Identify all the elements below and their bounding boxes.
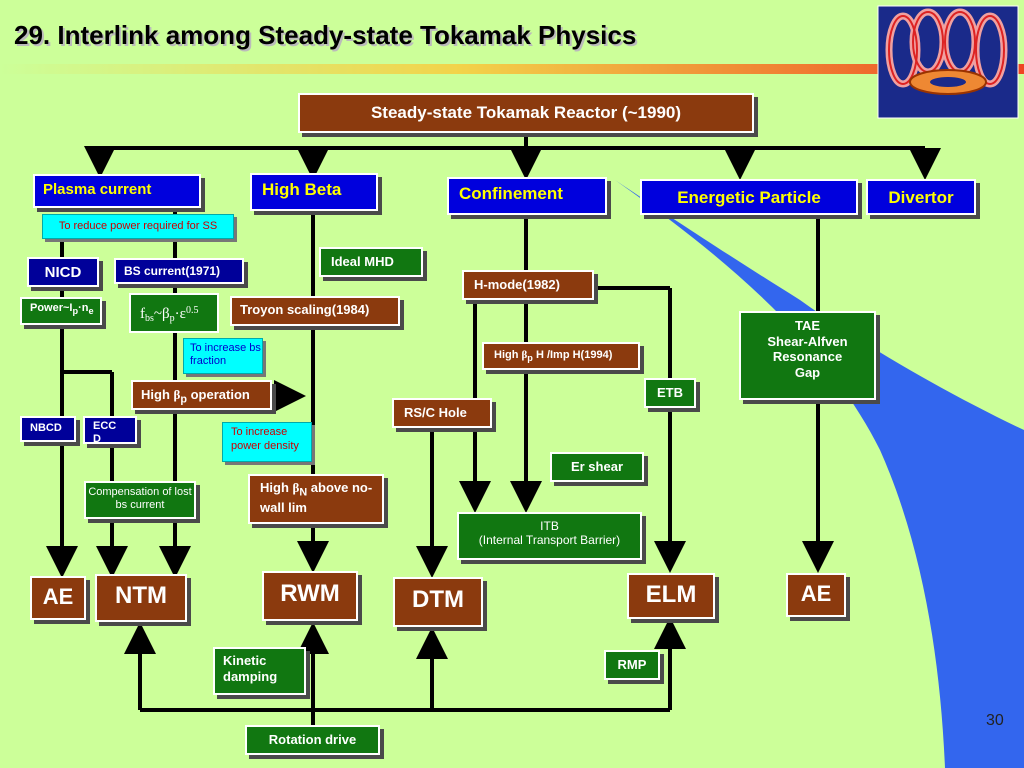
header-bar bbox=[0, 64, 1024, 74]
ae-right-node: AE bbox=[786, 573, 846, 617]
power-ip-ne-node: Power~Ip·ne bbox=[20, 297, 102, 325]
increase-bs-note: To increase bs fraction bbox=[183, 338, 263, 374]
rwm-node: RWM bbox=[262, 571, 358, 621]
nbcd-node: NBCD bbox=[20, 416, 76, 442]
ntm-node: NTM bbox=[95, 574, 187, 622]
er-shear-node: Er shear bbox=[550, 452, 644, 482]
reactor-node: Steady-state Tokamak Reactor (~1990) bbox=[298, 93, 754, 133]
h-mode-node: H-mode(1982) bbox=[462, 270, 594, 300]
confinement-node: Confinement bbox=[447, 177, 607, 215]
eccd-node: ECC D bbox=[83, 416, 137, 445]
itb-node: ITB(Internal Transport Barrier) bbox=[457, 512, 642, 560]
plasma-current-node: Plasma current bbox=[33, 174, 201, 208]
rmp-node: RMP bbox=[604, 650, 660, 680]
compensation-node: Compensation of lost bs current bbox=[84, 481, 196, 519]
bs-current-node: BS current(1971) bbox=[114, 258, 244, 284]
ideal-mhd-node: Ideal MHD bbox=[319, 247, 423, 277]
page-title: 29. Interlink among Steady-state Tokamak… bbox=[14, 20, 637, 50]
blue-wedge bbox=[615, 180, 1024, 768]
rotation-drive-node: Rotation drive bbox=[245, 725, 380, 755]
high-bn-node: High βN above no-wall lim bbox=[248, 474, 384, 524]
itb-sublabel: (Internal Transport Barrier) bbox=[478, 533, 621, 548]
energetic-particle-node: Energetic Particle bbox=[640, 179, 858, 215]
ae-left-node: AE bbox=[30, 576, 86, 620]
itb-label: ITB bbox=[540, 519, 559, 533]
page-number: 30 bbox=[986, 712, 1004, 729]
svg-text:fbs~βp·ε0.5: fbs~βp·ε0.5 bbox=[140, 305, 198, 324]
tae-node: TAE Shear-Alfven Resonance Gap bbox=[739, 311, 876, 400]
high-beta-node: High Beta bbox=[250, 173, 378, 211]
troyon-scaling-node: Troyon scaling(1984) bbox=[230, 296, 400, 326]
high-bp-h-node: High βp H /Imp H(1994) bbox=[482, 342, 640, 370]
etb-node: ETB bbox=[644, 378, 696, 408]
nicd-node: NICD bbox=[27, 257, 99, 287]
elm-node: ELM bbox=[627, 573, 715, 619]
divertor-node: Divertor bbox=[866, 179, 976, 215]
tokamak-coil-logo bbox=[877, 5, 1019, 119]
reduce-power-note: To reduce power required for SS bbox=[42, 214, 234, 239]
fbs-formula: fbs~βp·ε0.5 bbox=[129, 293, 219, 333]
high-bp-operation-node: High βp operation bbox=[131, 380, 272, 410]
increase-power-density-note: To increase power density bbox=[222, 422, 312, 462]
kinetic-damping-node: Kinetic damping bbox=[213, 647, 306, 695]
rsc-hole-node: RS/C Hole bbox=[392, 398, 492, 428]
dtm-node: DTM bbox=[393, 577, 483, 627]
